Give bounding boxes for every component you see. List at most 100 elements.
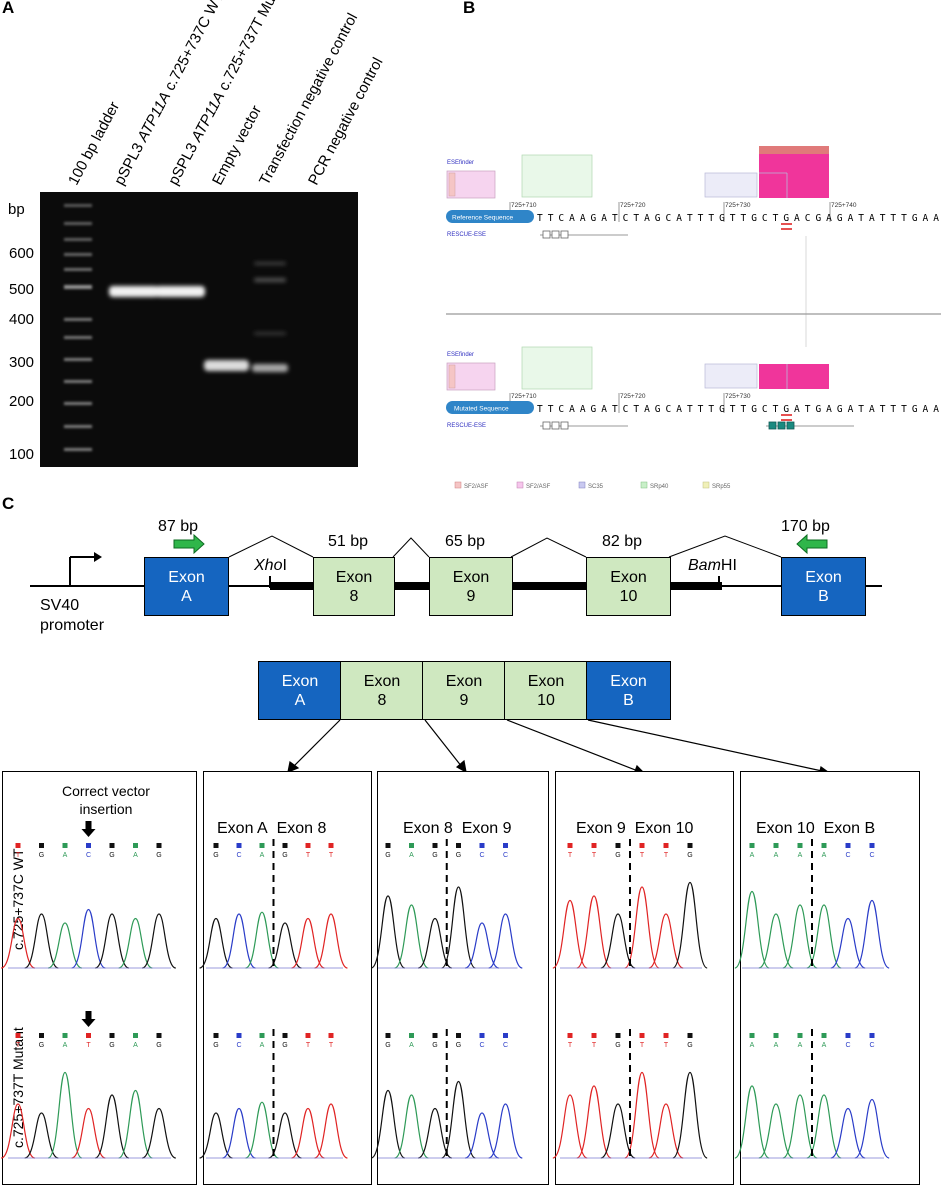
ese-legend: SF2/ASF SF2/ASF SC35 SRp40 SRp55 (454, 481, 731, 490)
base-call-letter: T (306, 852, 311, 859)
srp40-box-ref (521, 154, 593, 198)
base-call-letter: G (156, 1042, 161, 1049)
base-call-letter: G (213, 1042, 218, 1049)
base-call-letter: G (282, 852, 287, 859)
base-call-marker (591, 1033, 597, 1038)
trace-peak (199, 1112, 233, 1159)
base-call-letter: A (774, 1042, 779, 1049)
base-call-letter: C (503, 852, 508, 859)
junction-label-a-8: Exon A Exon 8 (217, 820, 327, 837)
reverse-primer-arrow-icon (796, 533, 828, 555)
base-call-letter: T (664, 1042, 669, 1049)
base-call-marker (845, 1033, 851, 1038)
base-call-marker (305, 1033, 311, 1038)
mutated-sequence-pill (446, 401, 534, 414)
base-call-marker (282, 843, 288, 848)
base-call-marker (821, 1033, 827, 1038)
base-call-marker (39, 843, 44, 848)
trace-peak (806, 904, 842, 969)
base-call-marker (305, 843, 311, 848)
gel-bands (64, 204, 288, 451)
base-call-letter: G (456, 1042, 461, 1049)
base-call-letter: C (236, 1042, 241, 1049)
base-call-marker (797, 843, 803, 848)
base-call-letter: C (503, 1042, 508, 1049)
base-call-marker (62, 843, 68, 848)
bp-unit-label: bp (8, 201, 25, 218)
trace-peak (672, 881, 708, 969)
trace-peak (488, 1103, 523, 1159)
trace-peak (291, 917, 325, 969)
base-call-marker (213, 843, 219, 848)
trace-peak (118, 1089, 153, 1159)
bp-marker-200: 200 (9, 393, 35, 410)
trace-peak (291, 1107, 325, 1159)
sc35-box-mut (704, 363, 758, 389)
rescue-hits-mut (540, 421, 854, 430)
base-call-marker (385, 1033, 391, 1038)
base-call-marker (86, 843, 91, 848)
base-call-marker (639, 843, 645, 848)
base-call-letter: G (39, 852, 44, 859)
pos-720-mut: 725+720 (620, 393, 646, 400)
sample-bands (109, 262, 288, 372)
trace-peak (0, 917, 36, 969)
base-call-letter: A (260, 852, 265, 859)
base-call-marker (385, 843, 391, 848)
trace-peak (71, 908, 106, 969)
trace-peak (600, 1103, 636, 1159)
trace-peak (624, 1071, 660, 1159)
trace-peak (314, 1103, 348, 1159)
trace-peak (576, 895, 612, 969)
hit-box-ref (759, 154, 829, 198)
legend-sf2asf-2: SF2/ASF (526, 484, 551, 490)
trace-peak (648, 1103, 684, 1159)
lane-label-transfection-neg: Transfection negative control (255, 10, 362, 188)
srp40-box-mut (521, 346, 593, 390)
ese-analysis-figure: ESEfinder 725+710 725+720 725+730 725+74… (446, 146, 941, 490)
base-call-letter: G (687, 852, 692, 859)
base-call-letter: A (798, 852, 803, 859)
trace-peak (0, 1103, 36, 1159)
legend-sc35: SC35 (588, 484, 604, 490)
trace-peak (552, 899, 588, 969)
base-call-marker (663, 843, 669, 848)
down-arrow-icon (81, 1011, 96, 1027)
base-call-marker (432, 1033, 438, 1038)
pos-730-mut: 725+730 (725, 393, 751, 400)
base-call-letter: G (615, 852, 620, 859)
base-call-marker (639, 1033, 645, 1038)
rescue-ese-label-ref: RESCUE-ESE (447, 232, 486, 238)
exon8-size: 51 bp (328, 533, 369, 550)
base-call-letter: G (109, 852, 114, 859)
sf2asf-small-box-ref (448, 172, 456, 197)
down-arrow-icon (81, 821, 96, 837)
exon-b-size: 170 bp (781, 518, 830, 535)
pos-720-ref: 725+720 (620, 202, 646, 209)
exon9-size: 65 bp (445, 533, 486, 550)
trace-peak (118, 917, 153, 969)
base-call-marker (797, 1033, 803, 1038)
junction-label-10-b: Exon 10 Exon B (756, 820, 876, 837)
trace-peak (854, 1098, 890, 1159)
base-call-marker (456, 843, 461, 848)
sc35-box-ref (704, 172, 758, 198)
base-call-marker (86, 1033, 91, 1038)
reference-sequence: TTCAAGATCTAGCATTTGTTGCTGACGAGATATTTGAA (537, 213, 939, 224)
trace-peak (464, 922, 500, 969)
trace-peak (417, 1107, 453, 1159)
trace-peak (464, 1112, 500, 1159)
trace-peak (782, 904, 818, 969)
base-call-letter: T (329, 852, 334, 859)
base-call-marker (567, 1033, 573, 1038)
trace-peak (47, 1071, 83, 1159)
base-call-letter: C (845, 852, 850, 859)
base-call-letter: A (750, 852, 755, 859)
trace-peak (758, 913, 794, 969)
base-call-marker (109, 1033, 115, 1038)
base-call-letter: A (260, 1042, 265, 1049)
exon-a-size: 87 bp (158, 518, 199, 535)
